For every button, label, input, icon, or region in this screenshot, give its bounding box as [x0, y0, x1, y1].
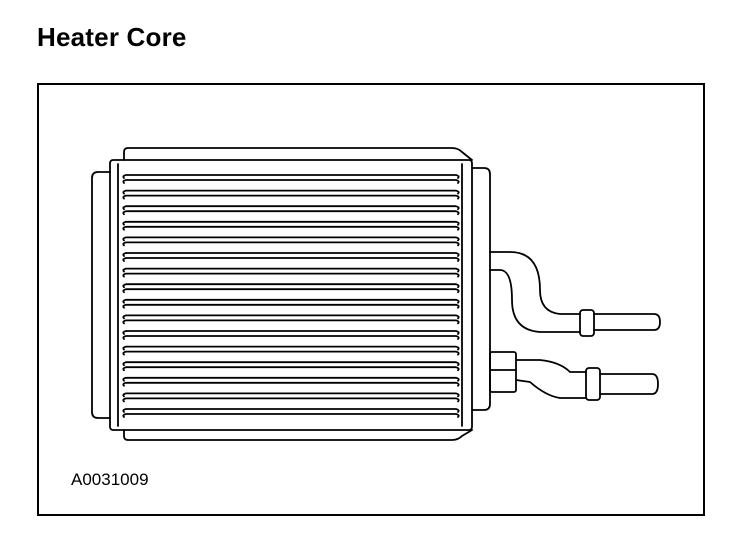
core-fin-row — [122, 392, 460, 403]
core-fin-row — [122, 205, 460, 216]
left-tank — [91, 163, 119, 427]
outlet-tube — [515, 359, 659, 401]
inlet-tube — [489, 251, 661, 337]
core-fin-row — [122, 376, 460, 387]
core-fin-row — [122, 314, 460, 325]
core-fin-row — [122, 252, 460, 262]
core-fin-row — [122, 298, 460, 309]
core-fin-row — [122, 330, 460, 340]
tube-bracket — [489, 351, 517, 393]
illustration-frame — [37, 83, 705, 516]
core-fin-row — [122, 283, 460, 294]
heater-core-body — [109, 147, 473, 441]
core-fin-row — [122, 220, 460, 231]
core-fin-row — [122, 361, 460, 372]
core-fin-row — [122, 236, 460, 247]
core-fin-row — [122, 174, 460, 184]
core-fin-row — [122, 408, 460, 418]
page-title: Heater Core — [37, 22, 187, 52]
core-fin-row — [122, 345, 460, 356]
core-fin-row — [122, 267, 460, 278]
right-tank — [461, 163, 491, 427]
core-fins — [122, 174, 460, 418]
figure-id: A0031009 — [71, 470, 149, 489]
core-fin-row — [122, 189, 460, 200]
